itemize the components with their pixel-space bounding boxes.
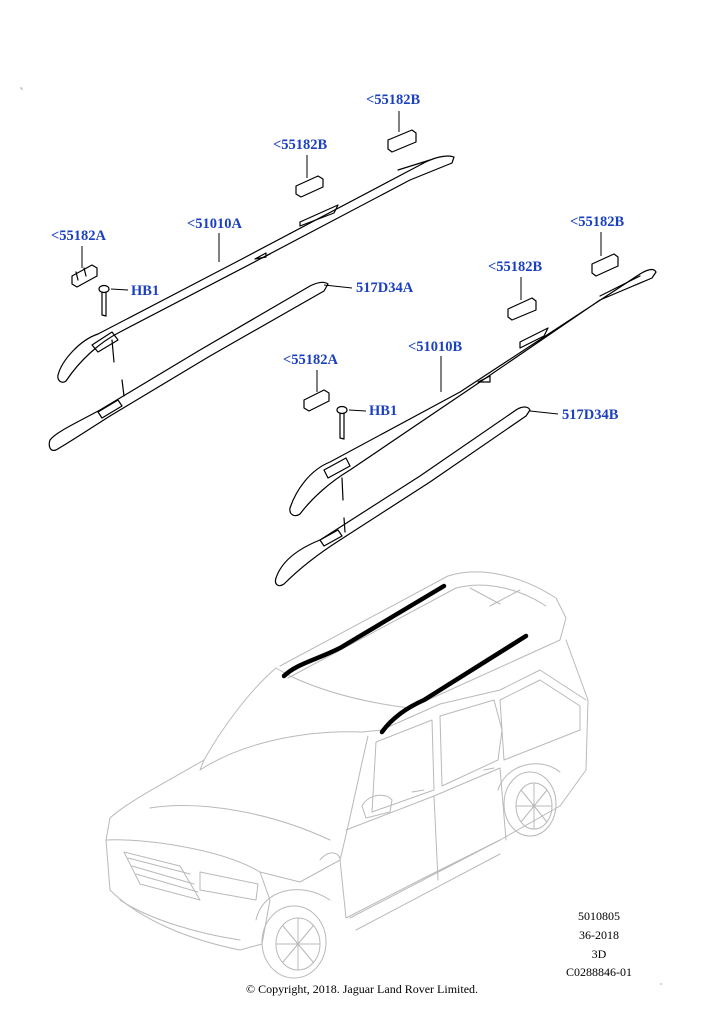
- left-bolt: [98, 284, 110, 317]
- callout-51010a: <51010A: [187, 216, 243, 232]
- left-roof-rail-assembly: [48, 111, 455, 451]
- right-rail-trim: [274, 406, 531, 587]
- diagram-view: 3D: [591, 947, 607, 961]
- right-center-cap: [507, 297, 537, 321]
- right-roof-rail-assembly: [274, 232, 657, 587]
- callout-51010b: <51010B: [408, 339, 463, 355]
- callout-517d34a: 517D34A: [356, 280, 414, 296]
- vehicle-right-rail-highlight: [379, 633, 529, 735]
- callout-55182a-1: <55182A: [51, 228, 107, 244]
- right-bolt: [336, 405, 348, 440]
- callout-55182a-2: <55182A: [283, 352, 339, 368]
- callout-55182b-3: <55182B: [570, 214, 625, 230]
- callout-hb1-1: HB1: [131, 283, 159, 299]
- callout-55182b-1: <55182B: [366, 92, 421, 108]
- left-rail-trim: [48, 281, 329, 451]
- callout-55182b-4: <55182B: [488, 259, 543, 275]
- corner-mark: [19, 87, 23, 91]
- diagram-code: 5010805: [578, 909, 620, 923]
- copyright-notice: © Copyright, 2018. Jaguar Land Rover Lim…: [245, 982, 479, 996]
- diagram-date: 36-2018: [579, 928, 619, 942]
- vehicle-left-rail-highlight: [281, 583, 447, 679]
- left-front-end-cap: [387, 129, 417, 153]
- left-center-cap: [295, 175, 324, 198]
- callout-hb1-2: HB1: [369, 403, 397, 419]
- vehicle-illustration: [105, 571, 589, 979]
- right-roof-rail: [289, 268, 657, 517]
- left-rear-end-cap: [71, 264, 98, 288]
- callout-55182b-2: <55182B: [273, 137, 328, 153]
- right-rear-end-cap: [303, 389, 330, 412]
- left-roof-rail: [57, 155, 455, 383]
- callout-517d34b: 517D34B: [562, 407, 619, 423]
- right-front-end-cap: [591, 253, 619, 277]
- diagram-ref: C0288846-01: [566, 965, 632, 979]
